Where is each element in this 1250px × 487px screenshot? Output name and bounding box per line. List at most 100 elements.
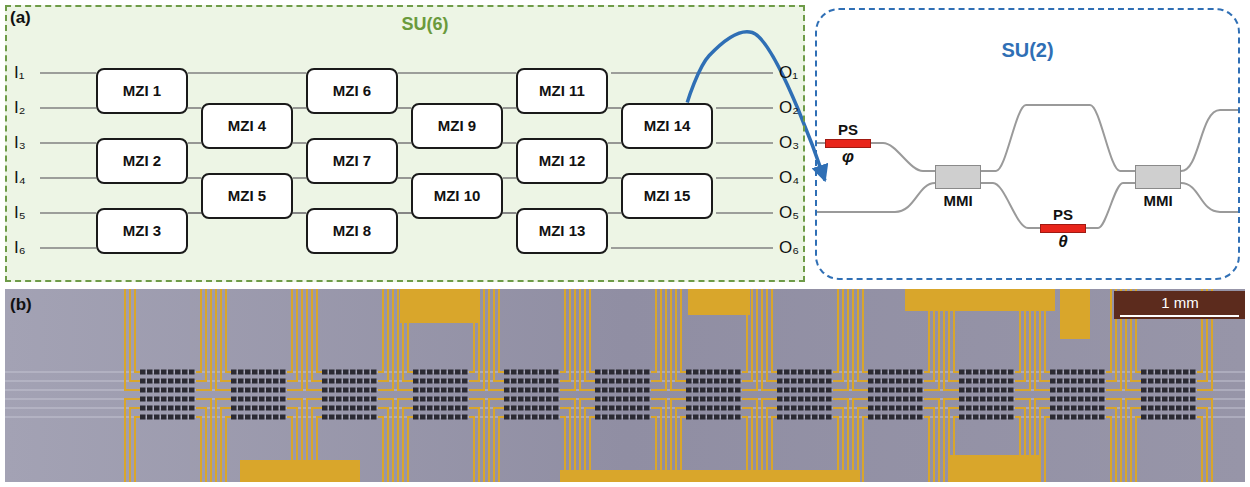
- heater-segment: [609, 406, 615, 411]
- heater-segment: [595, 388, 601, 393]
- phase-shifter: PSθ: [1040, 206, 1086, 251]
- electrode-trace: [742, 417, 747, 482]
- output-port-label: O₄: [779, 168, 799, 188]
- phase-shifter-label: PS: [838, 121, 858, 139]
- heater-segment: [1148, 415, 1154, 420]
- heater-segment: [434, 397, 440, 402]
- heater-segment: [875, 406, 881, 411]
- heater-segment: [826, 388, 832, 393]
- heater-segment: [616, 406, 622, 411]
- heater-segment: [1099, 406, 1105, 411]
- heater-segment: [518, 415, 524, 420]
- mzi-label: MZI 12: [539, 152, 586, 170]
- mzi-label: MZI 4: [228, 117, 266, 135]
- heater-segment: [357, 397, 363, 402]
- heater-segment: [1001, 415, 1007, 420]
- waveguide: [608, 177, 621, 179]
- electrode-trace: [1197, 417, 1202, 482]
- heater-segment: [875, 370, 881, 375]
- heater-segment: [791, 397, 797, 402]
- heater-segment: [798, 370, 804, 375]
- heater-segment: [1169, 406, 1175, 411]
- electrode-trace: [1106, 289, 1111, 372]
- heater-segment: [735, 415, 741, 420]
- electrode-trace: [287, 399, 302, 482]
- heater-segment: [518, 370, 524, 375]
- scale-bar: [1120, 315, 1239, 317]
- heater-segment: [728, 415, 734, 420]
- waveguide: [981, 105, 1135, 171]
- heater-segment: [819, 379, 825, 384]
- heater-segment: [644, 415, 650, 420]
- heater-segment: [455, 406, 461, 411]
- heater-segment: [966, 379, 972, 384]
- heater-segment: [357, 415, 363, 420]
- heater-segment: [1085, 415, 1091, 420]
- heater-segment: [791, 406, 797, 411]
- heater-segment: [616, 388, 622, 393]
- heater-segment: [1148, 388, 1154, 393]
- heater-segment: [322, 370, 328, 375]
- mzi-label: MZI 11: [539, 82, 585, 100]
- phase-symbol: φ: [842, 148, 854, 166]
- heater-segment: [1190, 415, 1196, 420]
- heater-segment: [420, 388, 426, 393]
- heater-segment: [518, 406, 524, 411]
- heater-segment: [630, 397, 636, 402]
- phase-shifter: PS φ: [825, 121, 871, 166]
- heater-segment: [637, 379, 643, 384]
- heater-segment: [966, 397, 972, 402]
- heater-segment: [175, 406, 181, 411]
- heater-segment: [700, 379, 706, 384]
- heater-segment: [784, 379, 790, 384]
- mzi-box: MZI 2: [96, 138, 188, 184]
- heater-segment: [273, 397, 279, 402]
- heater-segment: [644, 370, 650, 375]
- heater-segment: [539, 388, 545, 393]
- mzi-label: MZI 10: [434, 187, 481, 205]
- heater-segment: [1162, 406, 1168, 411]
- heater-segment: [700, 370, 706, 375]
- heater-segment: [539, 370, 545, 375]
- electrode-trace: [378, 289, 393, 390]
- heater-segment: [791, 388, 797, 393]
- heater-segment: [903, 397, 909, 402]
- panel-label: (b): [10, 295, 32, 315]
- heater-segment: [189, 388, 195, 393]
- heater-segment: [245, 379, 251, 384]
- heater-segment: [364, 397, 370, 402]
- heater-segment: [623, 406, 629, 411]
- heater-segment: [140, 406, 146, 411]
- scale-bar-box: [1114, 291, 1245, 319]
- heater-segment: [896, 406, 902, 411]
- heater-segment: [1001, 379, 1007, 384]
- electrode-trace: [944, 289, 959, 390]
- heater-segment: [1078, 397, 1084, 402]
- heater-segment: [427, 370, 433, 375]
- heater-segment: [1092, 370, 1098, 375]
- heater-segment: [875, 397, 881, 402]
- heater-segment: [1176, 370, 1182, 375]
- heater-segment: [1078, 406, 1084, 411]
- heater-segment: [168, 397, 174, 402]
- electrode-trace: [762, 399, 777, 482]
- heater-segment: [357, 406, 363, 411]
- heater-segment: [959, 388, 965, 393]
- heater-segment: [371, 406, 377, 411]
- heater-segment: [637, 397, 643, 402]
- heater-segment: [266, 415, 272, 420]
- heater-segment: [154, 415, 160, 420]
- heater-segment: [959, 415, 965, 420]
- heater-segment: [896, 388, 902, 393]
- heater-segment: [686, 415, 692, 420]
- heater-segment: [609, 370, 615, 375]
- electrode-trace: [671, 399, 686, 482]
- electrode-trace: [196, 399, 211, 482]
- heater-segment: [1057, 406, 1063, 411]
- heater-segment: [777, 388, 783, 393]
- electrode-trace: [742, 408, 752, 482]
- electrode-trace: [924, 289, 929, 372]
- output-port-label: O₅: [779, 203, 799, 223]
- heater-segment: [154, 397, 160, 402]
- electrode-pad: [1060, 289, 1090, 339]
